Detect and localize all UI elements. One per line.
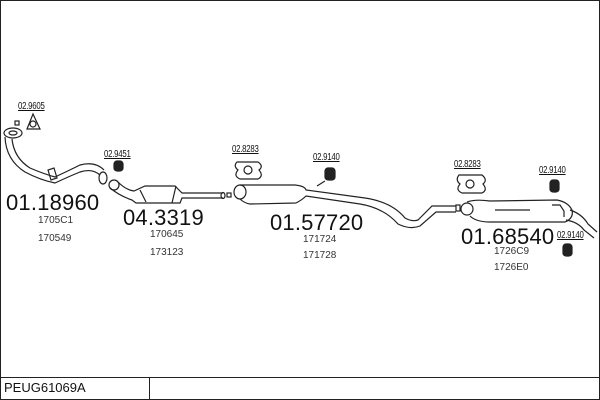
- accessory-number: 02.9140: [557, 230, 584, 241]
- accessory-number: 02.9140: [539, 165, 566, 176]
- diagram-id: PEUG61069A: [0, 377, 150, 399]
- clamp-icon: [456, 174, 486, 194]
- oem-ref: 1726E0: [494, 262, 529, 273]
- rubber-mount-icon: [324, 167, 336, 181]
- accessory-number: 02.9451: [104, 149, 131, 160]
- clamp-icon: [234, 161, 262, 180]
- middle-silencer-icon: [233, 180, 456, 229]
- accessory-number: 02.8283: [232, 144, 259, 155]
- part-number: 04.3319: [123, 205, 204, 230]
- accessory-number: 02.8283: [454, 159, 481, 170]
- sealing-ring-icon: [113, 160, 124, 172]
- front-pipe-icon: [3, 127, 108, 185]
- oem-ref: 173123: [150, 247, 184, 258]
- accessory-number: 02.9605: [18, 101, 45, 112]
- oem-ref: 1726C9: [494, 246, 530, 257]
- oem-ref: 171728: [303, 250, 337, 261]
- part-number: 01.18960: [6, 190, 100, 215]
- part-number: 01.57720: [270, 210, 364, 235]
- accessory-number: 02.9140: [313, 152, 340, 163]
- rear-silencer-icon: [455, 199, 598, 239]
- divider: [0, 377, 600, 378]
- oem-ref: 171724: [303, 234, 337, 245]
- oem-ref: 170645: [150, 229, 184, 240]
- oem-ref: 1705C1: [38, 215, 74, 226]
- rubber-mount-icon: [549, 179, 560, 193]
- rubber-mount-icon: [562, 243, 573, 257]
- oem-ref: 170549: [38, 233, 72, 244]
- part-number: 01.68540: [461, 224, 555, 249]
- gasket-icon: [14, 112, 41, 130]
- catalytic-converter-icon: [108, 179, 232, 204]
